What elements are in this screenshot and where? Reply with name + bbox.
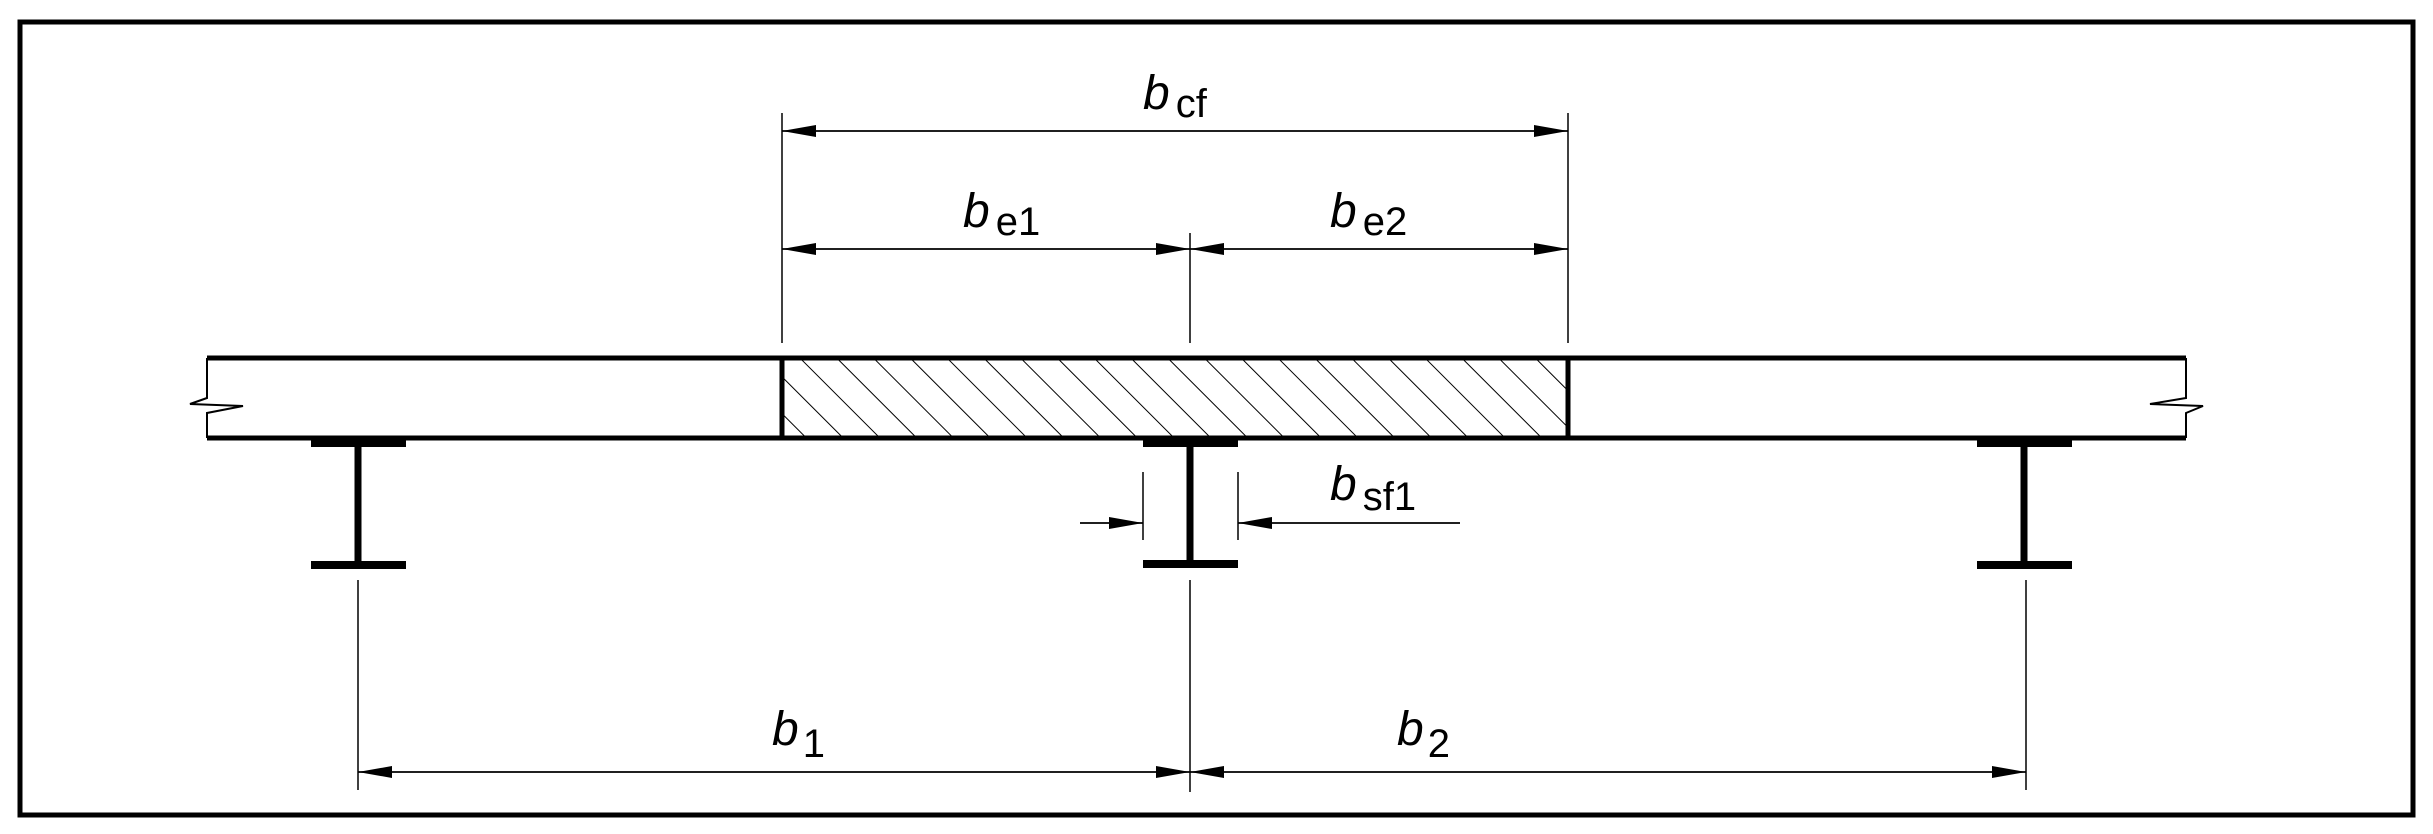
arrow-left-icon <box>358 766 392 778</box>
arrow-left-icon <box>1238 517 1272 529</box>
arrow-right-icon <box>1156 243 1190 255</box>
arrow-right-icon <box>1992 766 2026 778</box>
label-be2-symbol: b <box>1330 185 1357 238</box>
label-be1-subscript: e1 <box>996 200 1041 244</box>
dimension-be1 <box>782 243 1190 255</box>
dimension-b2 <box>1190 766 2026 778</box>
label-b1-subscript: 1 <box>803 722 825 766</box>
arrow-right-icon <box>1534 125 1568 137</box>
arrow-left-icon <box>782 243 816 255</box>
label-bcf-subscript: cf <box>1176 82 1208 126</box>
label-be2-subscript: e2 <box>1363 200 1408 244</box>
effective-width-hatched-region <box>779 355 1571 441</box>
label-b1-symbol: b <box>772 703 799 756</box>
label-bsf1-symbol: b <box>1330 458 1357 511</box>
arrow-left-icon <box>782 125 816 137</box>
arrow-right-icon <box>1156 766 1190 778</box>
dimension-bsf1 <box>1080 517 1460 529</box>
dimension-be2 <box>1190 243 1568 255</box>
slab-break-left <box>189 358 244 438</box>
label-bsf1-subscript: sf1 <box>1363 475 1416 519</box>
dimension-b1 <box>358 766 1190 778</box>
steel-beam-right <box>1977 439 2072 569</box>
label-b2-symbol: b <box>1397 703 1424 756</box>
arrow-left-icon <box>1190 243 1224 255</box>
dimension-bcf <box>782 125 1568 137</box>
arrow-right-icon <box>1109 517 1143 529</box>
steel-beam-left <box>311 439 406 569</box>
slab-break-right <box>2149 358 2204 438</box>
label-b2-subscript: 2 <box>1428 722 1450 766</box>
arrow-left-icon <box>1190 766 1224 778</box>
label-be1-symbol: b <box>963 185 990 238</box>
label-bcf-symbol: b <box>1143 67 1170 120</box>
arrow-right-icon <box>1534 243 1568 255</box>
steel-beam-center <box>1143 439 1238 568</box>
diagram-frame <box>17 19 2416 818</box>
